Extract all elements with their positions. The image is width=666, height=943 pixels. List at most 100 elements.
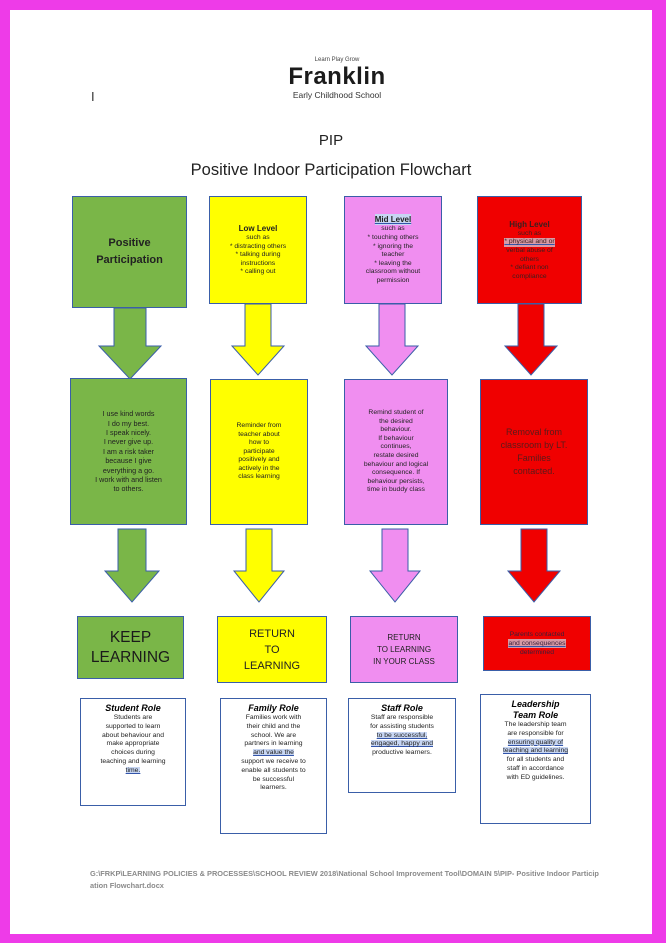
high-level-response-box: Removal from classroom by LT. Families c…	[480, 379, 588, 525]
role-line: staff in accordance	[507, 764, 564, 772]
return-to-learning-box: RETURN TO LEARNING	[217, 616, 327, 683]
role-line: supported to learn	[105, 722, 161, 730]
behaviour-line: I am a risk taker	[102, 446, 155, 456]
response-line: how to	[248, 439, 270, 447]
role-line: partners in learning	[244, 740, 303, 748]
down-arrow-icon	[97, 307, 163, 380]
role-line: about behaviour and	[102, 731, 164, 739]
outcome-line: KEEP	[109, 628, 152, 646]
positive-participation-box: Positive Participation	[72, 196, 187, 308]
outcome-line: TO LEARNING	[376, 644, 432, 654]
document-title: Positive Indoor Participation Flowchart	[190, 161, 472, 179]
high-level-box: High Level such as * physical and or ver…	[477, 196, 582, 304]
response-line: Families	[517, 453, 551, 463]
file-path-footer: G:\FRKP\LEARNING POLICIES & PROCESSES\SC…	[90, 869, 599, 890]
outcome-line: Parents contacted	[509, 631, 565, 638]
level-line: others	[520, 255, 539, 263]
low-level-response-box: Reminder from teacher about how to parti…	[210, 379, 308, 525]
behaviour-line: I never give up.	[103, 437, 154, 447]
level-title: Low Level	[238, 224, 278, 234]
role-line: choices during	[111, 749, 155, 757]
level-line: compliance	[512, 272, 547, 280]
role-line: enable all students to	[241, 766, 306, 774]
staff-role-box: Staff Role Staff are responsible for ass…	[348, 698, 456, 793]
response-line: If behaviour	[378, 434, 414, 442]
level-line: classroom without	[365, 268, 421, 276]
down-arrow-icon	[103, 528, 161, 603]
level-line: * physical and or	[504, 238, 555, 247]
level-title: High Level	[509, 219, 550, 229]
level-line: * ignoring the	[372, 242, 414, 250]
down-arrow-icon	[503, 303, 559, 376]
mid-level-box: Mid Level such as * touching others * ig…	[344, 196, 442, 304]
logo-subtitle: Early Childhood School	[292, 90, 382, 100]
keep-learning-box: KEEP LEARNING	[77, 616, 184, 679]
role-line: are responsible for	[507, 729, 564, 737]
role-title: Staff Role	[381, 703, 423, 713]
role-line: school. We are	[250, 731, 297, 739]
school-logo: Learn Play Grow Franklin Early Childhood…	[272, 56, 402, 101]
behaviour-line: I use kind words	[102, 409, 155, 419]
role-line: be successful	[252, 775, 295, 783]
response-line: behaviour.	[380, 426, 412, 434]
role-line: ensuring quality of	[507, 738, 564, 746]
document-page: I Learn Play Grow Franklin Early Childho…	[10, 10, 652, 934]
student-role-box: Student Role Students are supported to l…	[80, 698, 186, 806]
outcome-line: IN YOUR CLASS	[373, 656, 435, 666]
role-line: support we receive to	[241, 757, 306, 765]
response-line: behaviour persists,	[367, 477, 425, 485]
response-line: participate	[243, 447, 275, 455]
level-line: * distracting others	[229, 242, 287, 250]
role-line: Staff are responsible	[370, 714, 434, 721]
down-arrow-icon	[364, 303, 420, 376]
response-line: positively and	[238, 456, 280, 464]
role-line: their child and the	[246, 722, 301, 730]
down-arrow-icon	[230, 303, 286, 376]
level-line: * defiant non	[510, 264, 549, 272]
level-line: such as	[381, 225, 405, 233]
document-acronym: PIP	[318, 132, 344, 149]
behaviour-line: I speak nicely.	[105, 427, 151, 437]
outcome-line: RETURN	[387, 632, 421, 642]
role-title: Family Role	[248, 703, 299, 713]
down-arrow-icon	[368, 528, 422, 603]
level-line: * talking during	[235, 251, 281, 259]
behaviour-line: I work with and listen	[95, 475, 162, 485]
response-line: consequence. If	[372, 469, 420, 477]
role-line: teaching and learning	[503, 747, 568, 755]
outcome-line: LEARNING	[90, 648, 171, 666]
role-line: Families work with	[245, 714, 302, 721]
outcome-line: TO	[264, 643, 280, 656]
return-to-class-box: RETURN TO LEARNING IN YOUR CLASS	[350, 616, 458, 683]
response-line: classroom by LT.	[500, 440, 568, 450]
level-line: such as	[246, 234, 270, 242]
role-line: make appropriate	[106, 740, 160, 748]
stray-cursor-mark: I	[91, 89, 95, 104]
leadership-role-box: Leadership Team Role The leadership team…	[480, 694, 591, 824]
level-line: * touching others	[367, 234, 419, 242]
role-line: teaching and learning	[100, 757, 166, 765]
level-line: verbal abuse of	[506, 246, 553, 254]
role-line: for assisting students	[370, 722, 434, 730]
mid-level-response-box: Remind student of the desired behaviour.…	[344, 379, 448, 525]
role-line: with ED guidelines.	[506, 773, 565, 781]
behaviour-line: to others.	[113, 484, 144, 494]
role-title: Student Role	[105, 703, 161, 713]
role-line: productive learners.	[372, 749, 432, 757]
response-line: teacher about	[238, 430, 280, 438]
down-arrow-icon	[506, 528, 562, 603]
level-line: permission	[376, 276, 410, 284]
response-line: time in buddy class	[367, 486, 425, 494]
behaviour-line: everything a go.	[102, 465, 155, 475]
role-line: learners.	[260, 784, 287, 792]
role-line: time.	[125, 766, 141, 774]
level-line: teacher	[381, 251, 405, 259]
response-line: Reminder from	[236, 421, 282, 429]
response-line: continues,	[380, 443, 412, 451]
outcome-line: RETURN	[249, 627, 295, 640]
response-line: contacted.	[513, 466, 555, 476]
response-line: Remind student of	[368, 409, 424, 417]
behaviour-line: because I give	[105, 456, 152, 466]
response-line: restate desired	[373, 452, 419, 459]
behaviour-line: I do my best.	[107, 418, 150, 428]
